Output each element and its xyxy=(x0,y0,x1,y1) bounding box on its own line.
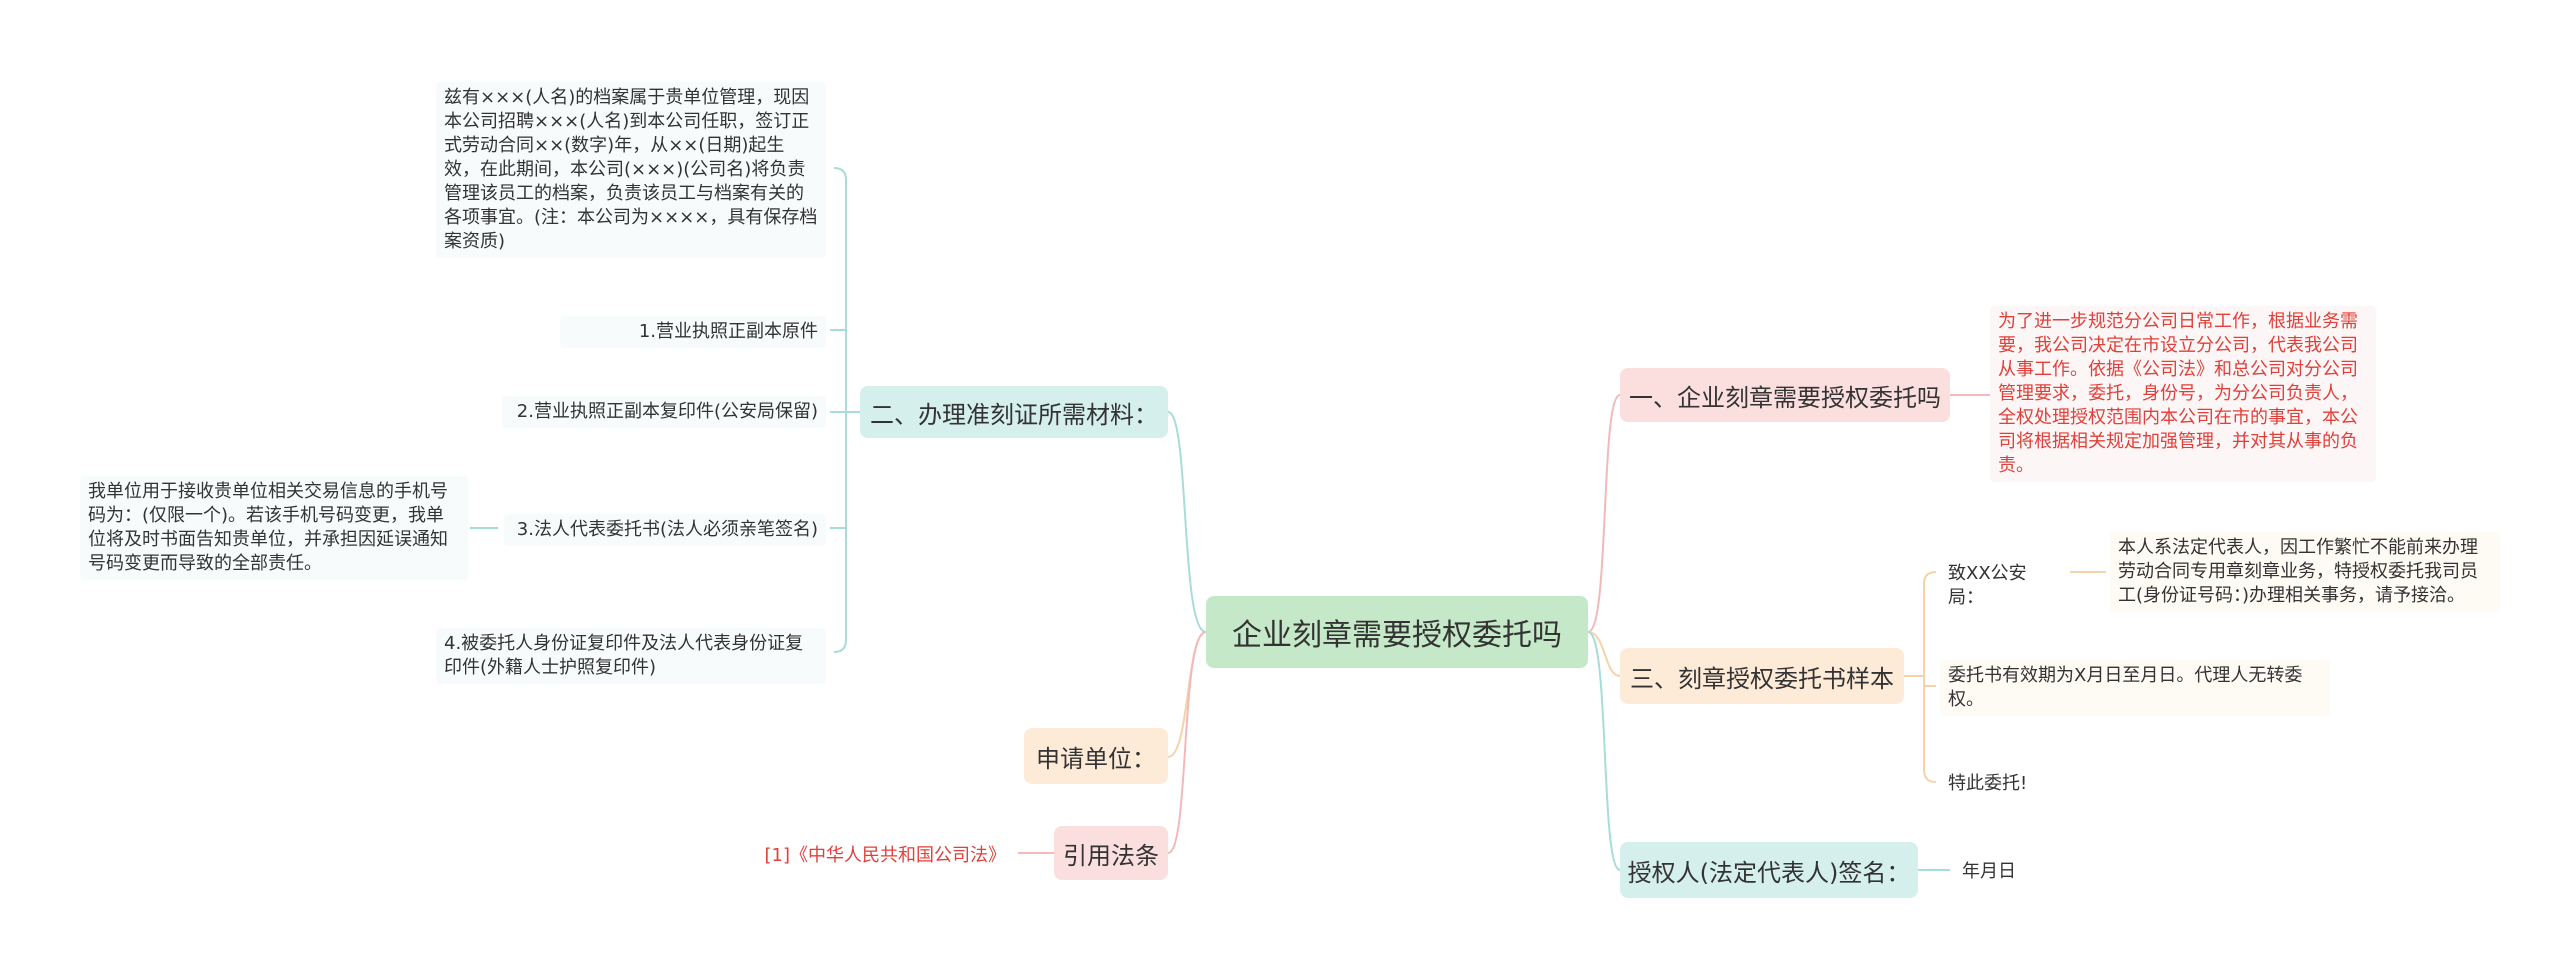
edge-root-materials xyxy=(1167,411,1207,633)
leaf-materials-item1[interactable]: 1.营业执照正副本原件 xyxy=(560,316,826,348)
leaf-materials-item2[interactable]: 2.营业执照正副本复印件(公安局保留) xyxy=(502,396,826,428)
leaf-q1-answer[interactable]: 为了进一步规范分公司日常工作，根据业务需要，我公司决定在市设立分公司，代表我公司… xyxy=(1990,306,2376,482)
edge-materials-bracket xyxy=(833,167,860,653)
edge-q3-bracket xyxy=(1904,571,1937,783)
leaf-q3-validity[interactable]: 委托书有效期为X月日至月日。代理人无转委权。 xyxy=(1940,660,2330,716)
leaf-materials-item3[interactable]: 3.法人代表委托书(法人必须亲笔签名) xyxy=(504,514,826,546)
leaf-q3-to-body[interactable]: 本人系法定代表人，因工作繁忙不能前来办理劳动合同专用章刻章业务，特授权委托我司员… xyxy=(2110,532,2500,612)
leaf-materials-intro[interactable]: 兹有×××(人名)的档案属于贵单位管理，现因本公司招聘×××(人名)到本公司任职… xyxy=(436,82,826,258)
leaf-sign-date[interactable]: 年月日 xyxy=(1962,861,2016,882)
edge-root-applicant xyxy=(1167,631,1207,758)
leaf-q3-closing[interactable]: 特此委托! xyxy=(1948,773,2028,794)
branch-applicant[interactable]: 申请单位： xyxy=(1024,728,1168,784)
leaf-law-ref[interactable]: [1]《中华人民共和国公司法》 xyxy=(764,845,1007,866)
leaf-item3-note[interactable]: 我单位用于接收贵单位相关交易信息的手机号码为：(仅限一个)。若该手机号码变更，我… xyxy=(80,476,468,580)
edge-root-law xyxy=(1167,631,1207,854)
edge-root-sign xyxy=(1587,631,1621,871)
branch-q3[interactable]: 三、刻章授权委托书样本 xyxy=(1620,648,1904,704)
edge-root-q1 xyxy=(1587,394,1621,633)
leaf-q3-to[interactable]: 致XX公安局： xyxy=(1948,563,2027,608)
branch-law[interactable]: 引用法条 xyxy=(1054,826,1168,880)
root-topic[interactable]: 企业刻章需要授权委托吗 xyxy=(1206,596,1588,668)
branch-q1[interactable]: 一、企业刻章需要授权委托吗 xyxy=(1620,368,1950,422)
branch-sign[interactable]: 授权人(法定代表人)签名： xyxy=(1620,842,1918,898)
branch-materials[interactable]: 二、办理准刻证所需材料： xyxy=(860,386,1168,438)
leaf-materials-item4[interactable]: 4.被委托人身份证复印件及法人代表身份证复印件(外籍人士护照复印件) xyxy=(436,628,826,684)
edge-root-q3 xyxy=(1587,631,1621,677)
